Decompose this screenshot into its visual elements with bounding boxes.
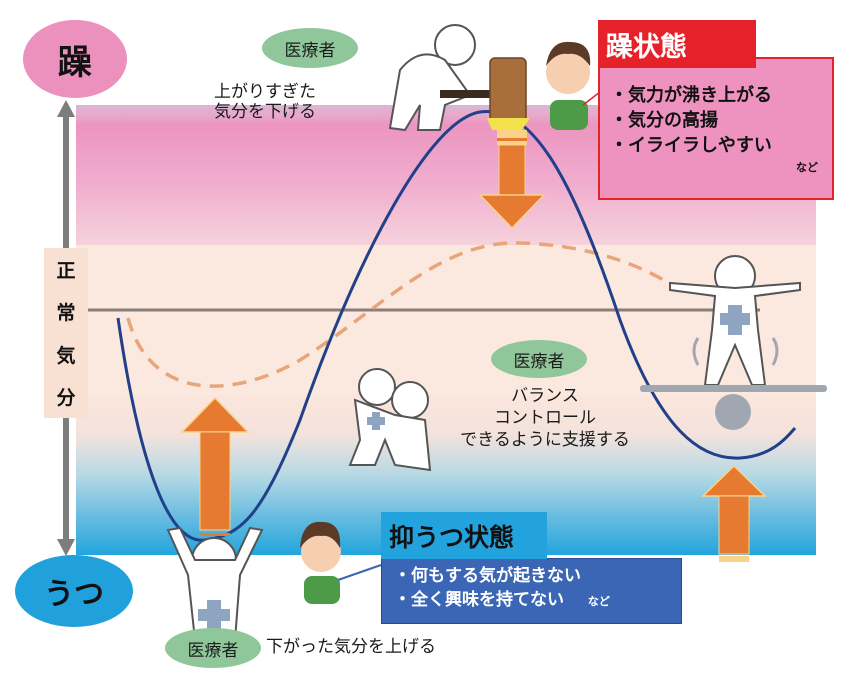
etc-label: など [796,161,818,174]
up-arrow-icon [701,464,767,562]
sad-person-icon [300,521,382,604]
caption-raise-mood: 下がった気分を上げる [266,637,436,657]
untreated-curve [116,110,797,542]
medical-staff-pill-bottom: 医療者 [165,628,261,668]
cheering-staff-icon [166,526,264,641]
depression-symptom: ・何もする気が起きない [394,566,581,586]
medical-staff-pill-top: 医療者 [262,28,358,68]
up-arrow-icon [180,396,250,536]
caption-line: できるように支援する [460,430,630,450]
etc-label: など [587,595,610,608]
depression-state-box: ・何もする気が起きない ・全く興味を持てない など [381,558,682,624]
supporting-staff-icon [348,368,432,472]
angry-person-icon [546,41,591,130]
hammer-staff-icon [388,24,530,132]
mania-state-title: 躁状態 [598,20,756,68]
axis-up-line [63,115,69,250]
down-arrow-icon [478,130,546,230]
caption-line: 上がりすぎた [214,82,316,102]
label-char: 正 [56,259,76,282]
medical-staff-pill-middle: 医療者 [491,340,587,378]
caption-balance-support: バランス コントロール できるように支援する [440,385,650,451]
label-char: 気 [56,344,76,367]
mania-state-box: ・気力が沸き上がる ・気分の高揚 ・イライラしやすい など [598,57,834,200]
caption-lower-mood: 上がりすぎた 気分を下げる [190,82,340,122]
caption-line: コントロール [494,408,596,428]
mania-pole-label: 躁 [23,20,127,98]
depression-state-title: 抑うつ状態 [381,512,547,559]
caption-line: 気分を下げる [214,102,316,122]
treated-curve [126,241,673,388]
label-char: 常 [56,302,76,325]
label-char: 分 [56,387,76,410]
depression-pole-label: うつ [15,555,133,627]
balancing-staff-icon [640,255,827,430]
axis-down-line [63,415,69,543]
mania-symptom: ・気分の高揚 [610,110,718,131]
normal-mood-label: 正 常 気 分 [44,248,88,418]
caption-line: バランス [511,386,579,406]
mania-symptom: ・気力が沸き上がる [610,85,772,106]
depression-symptom: ・全く興味を持てない [394,590,564,610]
mania-symptom: ・イライラしやすい [610,135,772,156]
